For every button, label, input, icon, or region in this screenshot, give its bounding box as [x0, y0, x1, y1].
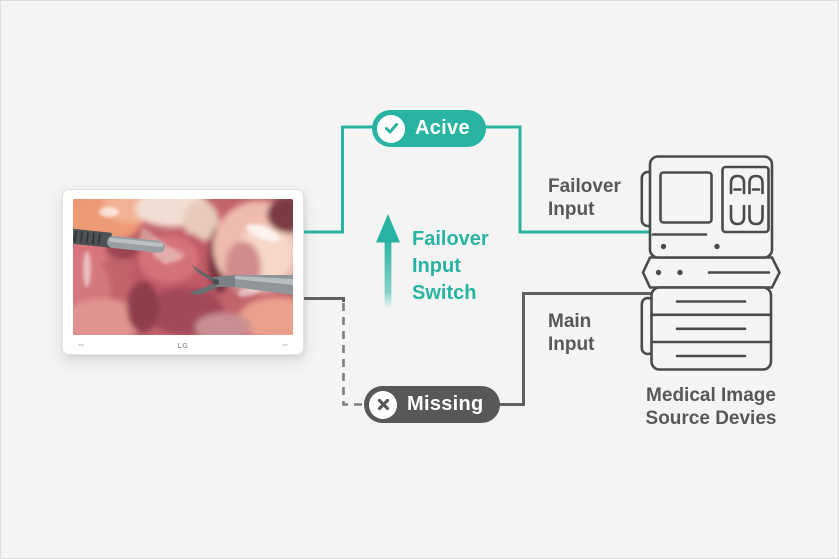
- device-caption: Medical Image Source Devies: [645, 385, 777, 429]
- status-badge-active: Acive: [372, 110, 486, 147]
- grasper-instrument: [73, 228, 165, 253]
- lg-logo: LG: [177, 343, 189, 350]
- medical-device-illustration: [640, 155, 781, 371]
- missing-badge-label: Missing: [407, 393, 484, 415]
- surgical-monitor: LG: [62, 189, 304, 355]
- status-badge-missing: Missing: [364, 386, 500, 423]
- failover-input-label: Failover Input: [548, 176, 621, 220]
- active-badge-label: Acive: [415, 117, 470, 139]
- bezel-mark-left: [78, 344, 84, 346]
- main-input-label: Main Input: [548, 311, 595, 355]
- check-icon: [377, 114, 405, 143]
- main-input-connector-line: [497, 292, 653, 406]
- missing-connector-solid-start: [302, 297, 345, 302]
- bezel-mark-right: [282, 344, 288, 346]
- monitor-screen: [73, 199, 293, 335]
- missing-connector-dashed-line: [342, 303, 366, 406]
- device-side-panel: [721, 165, 770, 234]
- device-screen: [659, 171, 713, 224]
- endoscopic-image: [73, 199, 293, 335]
- dissector-instrument: [189, 265, 293, 295]
- failover-input-switch-label: Failover Input Switch: [412, 228, 489, 304]
- up-arrow-icon: [376, 214, 400, 309]
- x-icon: [369, 390, 397, 419]
